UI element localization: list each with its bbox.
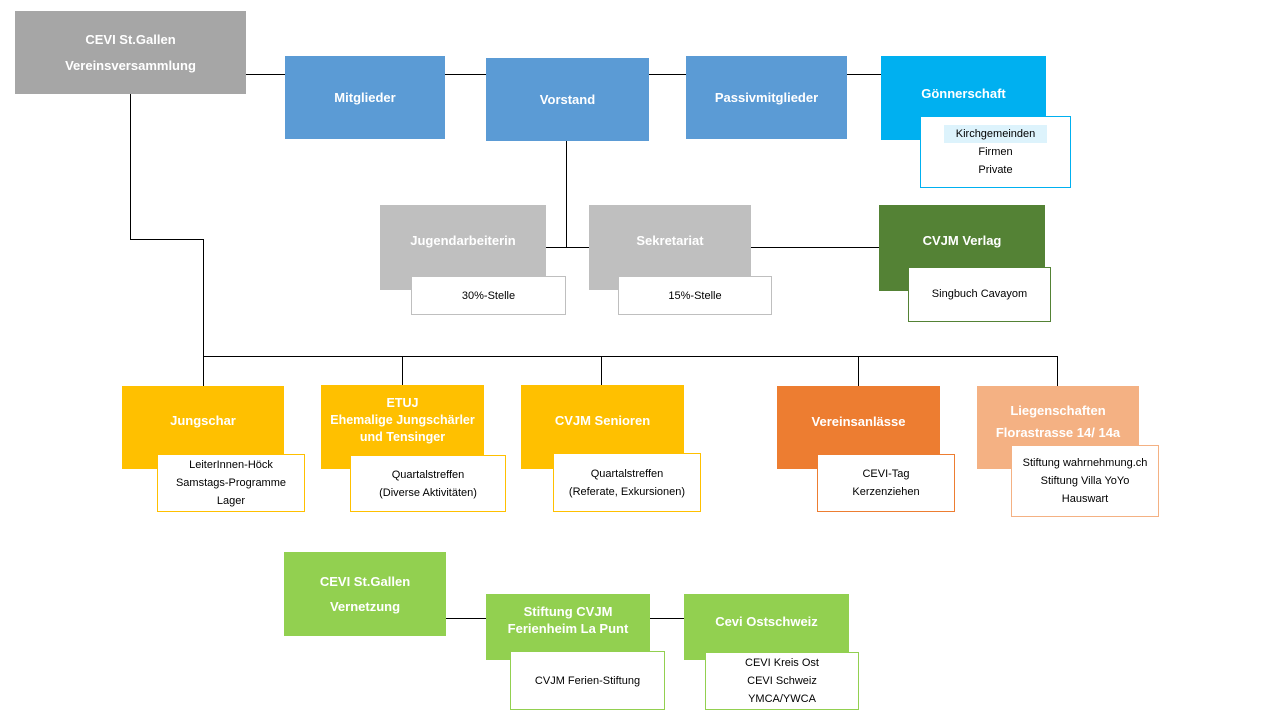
note-vereinsanlaesse: CEVI-Tag Kerzenziehen (817, 454, 955, 512)
note-item: Singbuch Cavayom (931, 288, 1028, 300)
note-item: Stiftung wahrnehmung.ch (1022, 457, 1148, 469)
node-label: ETUJ (386, 396, 419, 410)
note-item: CEVI Schweiz (747, 675, 817, 687)
node-label: CVJM Verlag (922, 233, 1002, 248)
note-item: (Diverse Aktivitäten) (379, 486, 477, 499)
connector-line (245, 74, 285, 75)
node-cevi-ostschweiz: Cevi Ostschweiz (684, 594, 849, 660)
connector-line (203, 239, 204, 386)
connector-line (446, 618, 486, 619)
connector-line (546, 247, 589, 248)
node-label: Passivmitglieder (714, 89, 819, 105)
note-item: CEVI-Tag (862, 468, 910, 480)
node-label: CEVI St.Gallen (319, 573, 411, 589)
node-vereinsversammlung: CEVI St.Gallen Vereinsversammlung (15, 11, 246, 94)
connector-line (130, 239, 204, 240)
node-label: Jugendarbeiterin (410, 233, 516, 248)
connector-line (203, 356, 1058, 357)
note-jungschar: LeiterInnen-Höck Samstags-Programme Lage… (157, 454, 305, 512)
note-item: YMCA/YWCA (748, 693, 816, 705)
node-sekretariat: Sekretariat (589, 205, 751, 290)
node-label: Vorstand (539, 91, 596, 107)
node-label: Ferienheim La Punt (507, 621, 629, 636)
node-label: Sekretariat (636, 233, 704, 248)
connector-line (130, 93, 131, 240)
connector-line (858, 356, 859, 386)
node-label: CEVI St.Gallen (85, 31, 176, 47)
note-item: Lager (216, 495, 246, 507)
note-jugendarbeiterin: 30%-Stelle (411, 276, 566, 315)
node-label: Mitglieder (334, 89, 396, 105)
node-label: Gönnerschaft (921, 86, 1006, 101)
note-cevi-ostschweiz: CEVI Kreis Ost CEVI Schweiz YMCA/YWCA (705, 652, 859, 710)
note-sekretariat: 15%-Stelle (618, 276, 772, 315)
note-item: Samstags-Programme (175, 477, 287, 489)
note-item: Quartalstreffen (391, 468, 465, 481)
node-vorstand: Vorstand (486, 58, 649, 141)
connector-line (751, 247, 879, 248)
node-label: Cevi Ostschweiz (715, 614, 818, 629)
connector-line (847, 74, 881, 75)
note-item: Quartalstreffen (590, 467, 664, 480)
note-item: CEVI Kreis Ost (745, 657, 819, 669)
note-item: LeiterInnen-Höck (189, 459, 273, 471)
connector-line (1057, 356, 1058, 386)
connector-line (402, 356, 403, 385)
node-passivmitglieder: Passivmitglieder (686, 56, 847, 139)
note-item: 15%-Stelle (668, 289, 722, 302)
connector-line (566, 141, 567, 248)
node-mitglieder: Mitglieder (285, 56, 445, 139)
node-label: Jungschar (170, 413, 236, 428)
note-item: Stiftung Villa YoYo (1040, 475, 1130, 487)
connector-line (649, 74, 686, 75)
node-jugendarbeiterin: Jugendarbeiterin (380, 205, 546, 290)
note-item: Kerzenziehen (852, 486, 920, 498)
node-label: Ehemalige Jungschärler (330, 413, 475, 427)
node-label: CVJM Senioren (554, 413, 651, 428)
node-label: Vereinsversammlung (65, 57, 196, 73)
node-label: Florastrasse 14/ 14a (995, 425, 1121, 440)
connector-line (650, 618, 684, 619)
connector-line (601, 356, 602, 385)
node-label: Vernetzung (329, 598, 401, 614)
note-item: (Referate, Exkursionen) (568, 485, 686, 498)
note-cvjm-senioren: Quartalstreffen (Referate, Exkursionen) (553, 453, 701, 512)
note-item: Firmen (978, 146, 1013, 158)
connector-line (445, 74, 486, 75)
note-item: Kirchgemeinden (943, 125, 1048, 143)
note-item: 30%-Stelle (461, 289, 516, 302)
node-label: Stiftung CVJM (523, 604, 613, 619)
node-vernetzung: CEVI St.Gallen Vernetzung (284, 552, 446, 636)
note-liegenschaften: Stiftung wahrnehmung.ch Stiftung Villa Y… (1011, 445, 1159, 517)
note-goennerschaft: Kirchgemeinden Firmen Private (920, 116, 1071, 188)
note-etuj: Quartalstreffen (Diverse Aktivitäten) (350, 455, 506, 512)
node-stiftung-la-punt: Stiftung CVJM Ferienheim La Punt (486, 594, 650, 660)
node-label: und Tensinger (359, 430, 446, 444)
note-item: CVJM Ferien-Stiftung (534, 674, 641, 687)
node-label: Liegenschaften (1010, 403, 1106, 418)
note-item: Hauswart (1061, 493, 1109, 505)
node-label: Vereinsanlässe (811, 414, 906, 429)
note-stiftung-la-punt: CVJM Ferien-Stiftung (510, 651, 665, 710)
note-cvjm-verlag: Singbuch Cavayom (908, 267, 1051, 322)
note-item: Private (978, 164, 1013, 176)
